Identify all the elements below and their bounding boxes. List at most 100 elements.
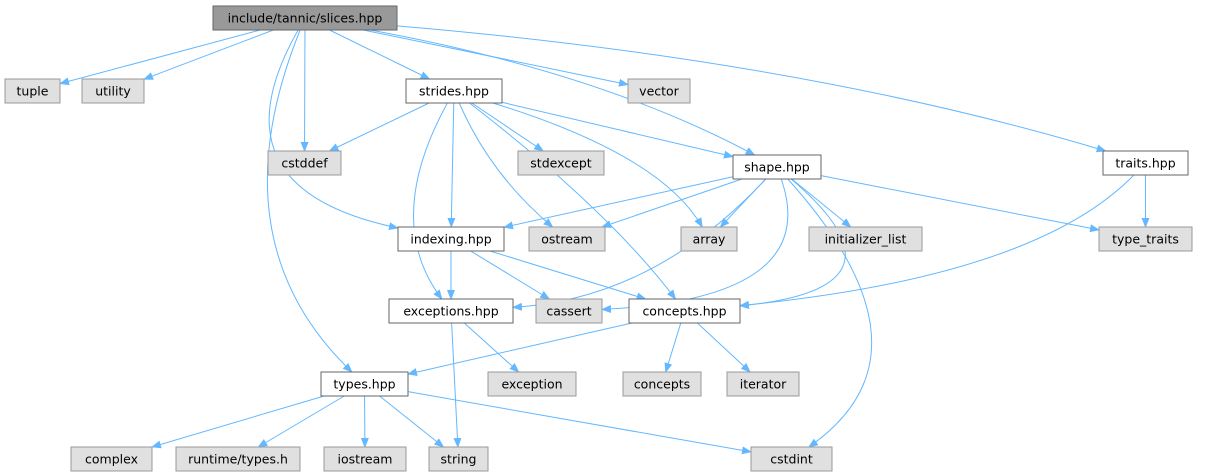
node-box — [320, 371, 409, 397]
node-box — [81, 78, 145, 104]
edge-slices-to-utility — [143, 29, 274, 80]
node-label: cstdint — [770, 452, 813, 467]
node-concepts-hpp[interactable]: concepts.hpp — [628, 298, 741, 324]
node-box — [405, 78, 503, 104]
edge-indexing-to-cassert — [470, 250, 551, 300]
edge-indexing-to-concepts_hpp — [489, 250, 647, 301]
edge-strides-to-stdexcept — [471, 102, 544, 152]
node-exception: exception — [487, 371, 577, 397]
edge-concepts_hpp-to-iterator — [697, 322, 751, 373]
node-box — [517, 150, 605, 176]
node-label: array — [693, 232, 726, 247]
edge-types-to-complex — [151, 395, 325, 449]
node-concepts: concepts — [622, 371, 702, 397]
node-indexing[interactable]: indexing.hpp — [397, 226, 505, 252]
edge-concepts_hpp-to-concepts — [664, 322, 682, 373]
node-string: string — [428, 446, 489, 472]
edge-traits-to-concepts_hpp — [739, 174, 1135, 309]
node-label: exceptions.hpp — [403, 304, 498, 319]
node-box — [628, 298, 741, 324]
edge-concepts_hpp-to-types — [407, 322, 633, 376]
node-box — [487, 371, 577, 397]
node-label: cstddef — [281, 156, 328, 171]
node-label: stdexcept — [530, 156, 591, 171]
node-ostream: ostream — [528, 226, 606, 252]
node-box — [4, 78, 61, 104]
node-label: runtime/types.h — [188, 452, 288, 467]
node-label: indexing.hpp — [410, 232, 491, 247]
node-box — [627, 78, 691, 104]
node-box — [528, 226, 606, 252]
node-cassert: cassert — [535, 298, 603, 324]
edge-shape-to-cstdint — [787, 178, 873, 448]
node-tuple: tuple — [4, 78, 61, 104]
node-label: utility — [95, 84, 131, 99]
node-box — [808, 226, 923, 252]
node-label: vector — [639, 84, 680, 99]
node-label: shape.hpp — [744, 160, 810, 175]
node-iterator: iterator — [726, 371, 800, 397]
node-strides[interactable]: strides.hpp — [405, 78, 503, 104]
node-label: exception — [501, 377, 562, 392]
edge-types-to-cstdint — [407, 391, 752, 455]
node-runtime-types: runtime/types.h — [175, 446, 301, 472]
node-vector: vector — [627, 78, 691, 104]
node-box — [680, 226, 738, 252]
node-box — [397, 226, 505, 252]
node-box — [70, 446, 153, 472]
node-initializer-list: initializer_list — [808, 226, 923, 252]
node-shape[interactable]: shape.hpp — [732, 154, 822, 180]
node-label: types.hpp — [333, 377, 395, 392]
edge-shape-to-ostream — [601, 178, 743, 228]
edge-slices-to-types — [266, 29, 353, 373]
node-box — [212, 5, 398, 31]
node-box — [323, 446, 407, 472]
edge-types-to-runtime_types — [257, 395, 345, 448]
node-box — [535, 298, 603, 324]
edge-strides-to-cstddef — [328, 102, 430, 152]
edge-slices-to-indexing — [268, 29, 399, 231]
node-label: concepts — [634, 377, 690, 392]
edge-shape-to-initializer_list — [791, 178, 852, 228]
node-label: iostream — [338, 452, 393, 467]
node-label: type_traits — [1112, 232, 1179, 247]
node-label: complex — [85, 452, 138, 467]
node-box — [750, 446, 833, 472]
edge-strides-to-shape — [501, 101, 734, 159]
node-box — [1102, 150, 1189, 176]
node-traits[interactable]: traits.hpp — [1102, 150, 1189, 176]
edge-strides-to-exceptions — [413, 102, 448, 300]
edge-slices-to-tuple — [59, 29, 261, 86]
node-label: traits.hpp — [1115, 156, 1175, 171]
node-label: iterator — [740, 377, 787, 392]
node-box — [726, 371, 800, 397]
node-box — [622, 371, 702, 397]
node-utility: utility — [81, 78, 145, 104]
edge-strides-to-array — [492, 102, 703, 228]
node-iostream: iostream — [323, 446, 407, 472]
node-box — [175, 446, 301, 472]
edge-strides-to-indexing — [447, 102, 456, 228]
node-stdexcept: stdexcept — [517, 150, 605, 176]
node-label: string — [441, 452, 477, 467]
node-label: cassert — [546, 304, 591, 319]
edge-slices-to-shape — [370, 29, 756, 156]
node-label: concepts.hpp — [642, 304, 726, 319]
nodes-layer: include/tannic/slices.hpp tuple utility str… — [4, 5, 1193, 472]
node-box — [428, 446, 489, 472]
edge-types-to-string — [379, 395, 445, 448]
node-box — [267, 150, 342, 176]
edge-strides-to-ostream — [458, 102, 554, 228]
node-label: include/tannic/slices.hpp — [228, 11, 383, 26]
node-array: array — [680, 226, 738, 252]
node-slices[interactable]: include/tannic/slices.hpp — [212, 5, 398, 31]
node-exceptions[interactable]: exceptions.hpp — [388, 298, 514, 324]
edge-shape-to-concepts_hpp — [739, 178, 846, 309]
node-types[interactable]: types.hpp — [320, 371, 409, 397]
node-box — [1098, 226, 1193, 252]
node-label: tuple — [17, 84, 49, 99]
node-box — [388, 298, 514, 324]
edge-slices-to-strides — [329, 29, 431, 80]
node-label: ostream — [541, 232, 592, 247]
